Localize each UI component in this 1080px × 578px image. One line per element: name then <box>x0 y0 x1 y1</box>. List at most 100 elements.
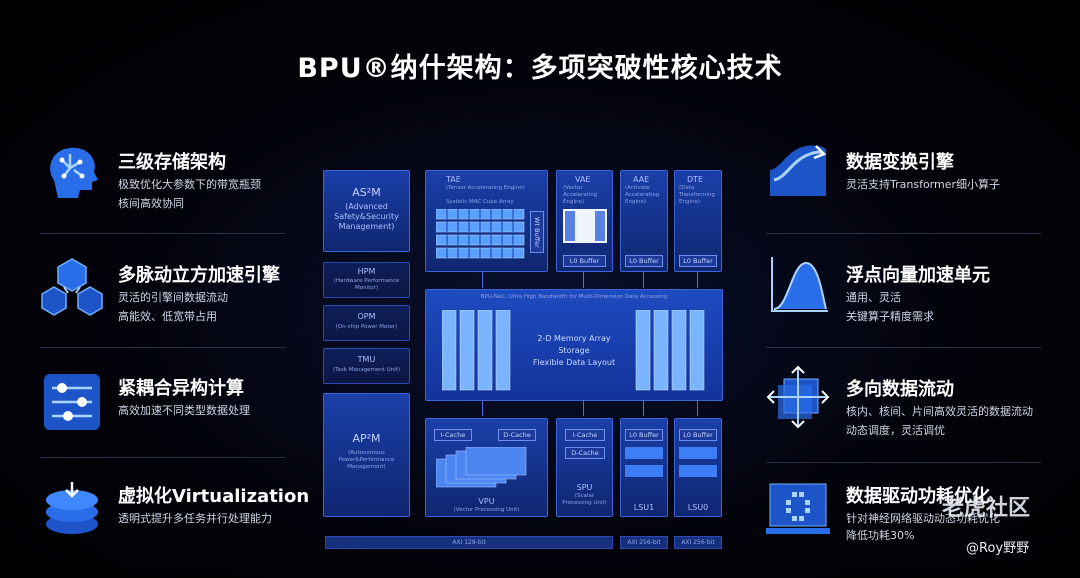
l0-buffer: L0 Buffer <box>679 255 717 267</box>
block-title: OPM <box>357 312 376 321</box>
lsu1-block: L0 Buffer LSU1 <box>620 418 668 517</box>
vpu-lanes <box>436 447 527 488</box>
block-title: LSU1 <box>633 503 655 512</box>
connector <box>643 272 644 288</box>
block-title: SPU <box>576 483 593 492</box>
sliders-icon <box>40 370 104 434</box>
d-cache: D-Cache <box>565 447 605 459</box>
connector <box>482 400 483 416</box>
vae-array <box>563 209 607 243</box>
aae-block: AAE (Activate Accelerating Engine) L0 Bu… <box>620 170 668 272</box>
feature-desc: 核间高效协同 <box>118 197 184 210</box>
block-subtitle: (On-chip Power Meter) <box>335 324 398 330</box>
cubes-network-icon <box>40 253 104 317</box>
block-title: TAE <box>446 175 461 184</box>
multi-direction-arrows-icon <box>766 365 830 429</box>
mac-cube-array <box>436 209 525 259</box>
i-cache: I-Cache <box>565 429 605 441</box>
watermark-brand: 老虎社区 <box>942 496 1031 521</box>
block-subtitle: (Tensor Accelerating Engine) <box>446 185 525 191</box>
l0-buffer: L0 Buffer <box>625 255 663 267</box>
connector <box>643 400 644 416</box>
block-subtitle: (Hardware Performance Monitor) <box>333 278 400 291</box>
block-subtitle: (Data Transforming Engine) <box>679 185 715 205</box>
ap2m-block: AP²M (Autonomous Power&Performance Manag… <box>323 393 410 517</box>
connector <box>583 272 584 288</box>
divider <box>766 462 1041 463</box>
connector <box>482 272 483 288</box>
feature-desc: 灵活支持Transformer细小算子 <box>846 178 1001 191</box>
axi-bus-b: AXI 256-bit <box>674 536 722 549</box>
divider <box>766 233 1041 234</box>
feature-desc: 针对神经网络驱动动态功耗优化 <box>846 512 1000 525</box>
feature-right-4: 数据驱动功耗优化 针对神经网络驱动动态功耗优化 降低功耗30% <box>766 478 1056 578</box>
lsu-lane <box>679 447 717 459</box>
block-subtitle: (Vector Processing Unit) <box>453 507 520 513</box>
feature-desc: 通用、灵活 <box>846 291 901 304</box>
watermark-handle: @Roy野野 <box>966 541 1030 556</box>
block-title: AS²M <box>352 186 381 199</box>
feature-desc: 极致优化大参数下的带宽瓶颈 <box>118 178 261 191</box>
noc-header: BPU-NoC: Ultra High Bandwidth for Multi-… <box>480 294 668 300</box>
lsu-lane <box>625 465 663 477</box>
feature-desc: 透明式提升多任务并行处理能力 <box>118 512 272 525</box>
connector <box>697 400 698 416</box>
feature-desc: 核内、核间、片间高效灵活的数据流动 <box>846 405 1033 418</box>
block-subtitle: (Scalar Processing Unit) <box>562 493 607 506</box>
block-title: LSU0 <box>687 503 709 512</box>
tmu-block: TMU (Task Management Unit) <box>323 348 410 384</box>
noc-line-2: Storage <box>558 346 590 355</box>
vae-block: VAE (Vector Accelerating Engine) L0 Buff… <box>556 170 613 272</box>
block-title: AP²M <box>352 432 381 445</box>
block-subtitle: (Autonomous Power&Performance Management… <box>338 450 395 470</box>
block-title: VPU <box>478 497 495 506</box>
hpm-block: HPM (Hardware Performance Monitor) <box>323 262 410 298</box>
block-title: HPM <box>357 267 376 276</box>
wt-buffer: Wt Buffer <box>530 211 544 253</box>
feature-right-3: 多向数据流动 核内、核间、片间高效灵活的数据流动 动态调度，灵活调优 <box>766 365 1056 465</box>
block-subtitle: (Task Management Unit) <box>332 367 401 373</box>
memory-array <box>442 310 705 391</box>
i-cache: I-Cache <box>434 429 472 441</box>
feature-title: 浮点向量加速单元 <box>846 265 990 286</box>
aspm-block: AS²M (Advanced Safety&Security Managemen… <box>323 170 410 252</box>
feature-title: 多脉动立方加速引擎 <box>118 265 280 286</box>
feature-left-2: 多脉动立方加速引擎 灵活的引擎间数据流动 高能效、低宽带占用 <box>40 253 330 353</box>
l0-buffer: L0 Buffer <box>679 429 717 441</box>
d-cache: D-Cache <box>498 429 536 441</box>
block-subtitle: (Advanced Safety&Security Management) <box>334 202 399 231</box>
feature-desc: 灵活的引擎间数据流动 <box>118 291 228 304</box>
monitor-chip-icon <box>766 478 830 542</box>
layered-disk-icon <box>40 478 104 542</box>
feature-desc: 关键算子精度需求 <box>846 310 934 323</box>
tae-block: TAE (Tensor Accelerating Engine) Systoli… <box>425 170 548 272</box>
lsu-lane <box>625 447 663 459</box>
l0-buffer: L0 Buffer <box>625 429 663 441</box>
feature-title: 三级存储架构 <box>118 152 226 173</box>
feature-title: 数据驱动功耗优化 <box>846 486 990 507</box>
block-title: TMU <box>357 355 376 364</box>
feature-desc: 降低功耗30% <box>846 529 915 542</box>
float-curve-icon <box>766 253 830 317</box>
feature-desc: 高能效、低宽带占用 <box>118 310 217 323</box>
feature-title: 多向数据流动 <box>846 379 954 400</box>
feature-right-2: 浮点向量加速单元 通用、灵活 关键算子精度需求 <box>766 253 1056 353</box>
block-subtitle: (Vector Accelerating Engine) <box>563 185 598 205</box>
feature-left-4: 虚拟化Virtualization 透明式提升多任务并行处理能力 <box>40 478 330 578</box>
divider <box>766 347 1041 348</box>
lsu-lane <box>679 465 717 477</box>
bpu-noc-memory: BPU-NoC: Ultra High Bandwidth for Multi-… <box>425 289 723 401</box>
vpu-block: I-Cache D-Cache VPU (Vector Processing U… <box>425 418 548 517</box>
l0-buffer: L0 Buffer <box>563 255 606 267</box>
feature-left-1: 三级存储架构 极致优化大参数下的带宽瓶颈 核间高效协同 <box>40 140 330 240</box>
page-title: BPU®纳什架构：多项突破性核心技术 <box>297 53 783 84</box>
feature-title: 紧耦合异构计算 <box>118 378 244 399</box>
noc-line-1: 2-D Memory Array <box>537 334 611 343</box>
divider <box>40 457 285 458</box>
block-title: AAE <box>633 175 650 184</box>
curve-transform-icon <box>766 140 830 204</box>
connector <box>583 400 584 416</box>
block-subtitle: (Activate Accelerating Engine) <box>625 185 660 205</box>
axi-bus-a: AXI 256-bit <box>620 536 668 549</box>
feature-right-1: 数据变换引擎 灵活支持Transformer细小算子 <box>766 140 1056 240</box>
